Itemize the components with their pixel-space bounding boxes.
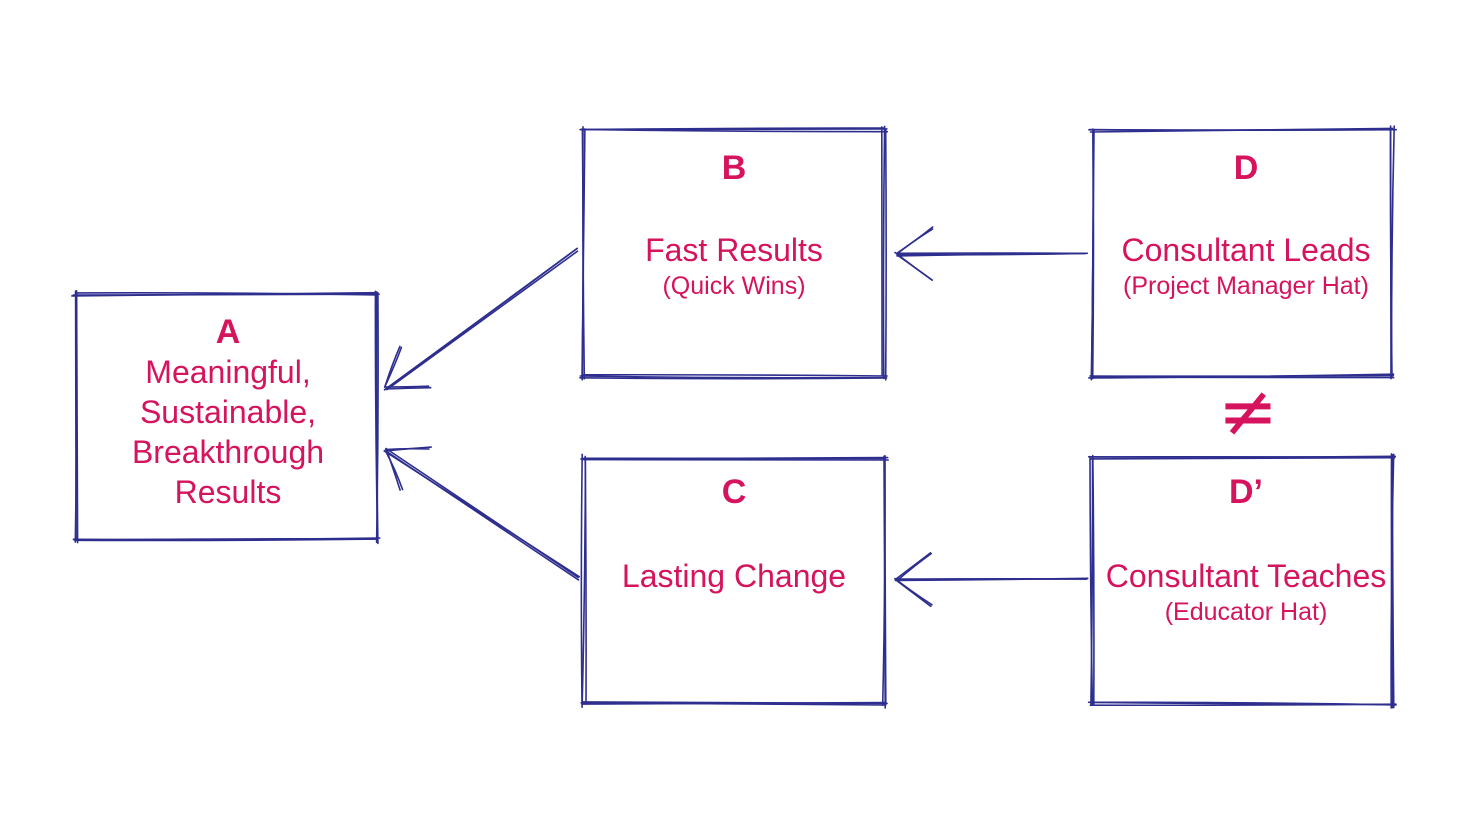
- arrow-head-stroke: [895, 552, 932, 580]
- box-edge-bottom: [1089, 703, 1397, 707]
- arrow-head-stroke: [896, 254, 932, 281]
- arrow-head-stroke: [896, 228, 934, 255]
- box-edge-left: [581, 128, 584, 381]
- arrow-shaft: [385, 447, 579, 579]
- box-edge-top: [1088, 128, 1393, 131]
- box-edge-bottom: [579, 377, 888, 380]
- box-edge-bottom: [580, 702, 886, 706]
- arrow-shaft: [383, 247, 578, 391]
- arrow-d-to-b: [894, 226, 1089, 281]
- box-d-prime-frame: [1087, 453, 1397, 709]
- box-a-frame: [71, 290, 381, 545]
- arrow-head-stroke: [385, 386, 432, 390]
- box-edge-right: [1390, 125, 1395, 378]
- box-edge-left: [75, 291, 79, 544]
- box-edge-top: [580, 128, 889, 133]
- arrow-shaft: [896, 252, 1089, 257]
- box-edge-bottom: [1089, 374, 1395, 378]
- arrows-layer: [383, 226, 1089, 608]
- arrow-head-stroke: [894, 579, 932, 608]
- box-edge-right: [882, 125, 886, 380]
- box-edge-right: [883, 455, 886, 709]
- box-edge-left: [580, 453, 583, 706]
- box-edge-left: [1092, 454, 1095, 705]
- box-edge-right: [374, 290, 379, 543]
- box-c-frame: [580, 453, 889, 709]
- arrow-head-stroke: [385, 385, 430, 388]
- box-edge-bottom: [582, 373, 888, 377]
- box-d-frame: [1088, 125, 1397, 381]
- arrow-shaft: [894, 577, 1089, 582]
- arrow-head-stroke: [385, 449, 401, 491]
- box-edge-right: [1390, 453, 1394, 709]
- boxes-layer: [71, 125, 1397, 709]
- arrow-shaft: [386, 250, 579, 391]
- box-edge-top: [1090, 455, 1396, 459]
- box-edge-left: [1090, 128, 1094, 381]
- arrow-head-stroke: [383, 446, 432, 452]
- arrow-b-to-a: [383, 247, 579, 391]
- box-b-frame: [579, 125, 889, 381]
- box-edge-left: [584, 455, 587, 705]
- arrow-head-stroke: [896, 552, 932, 582]
- box-edge-bottom: [72, 537, 381, 541]
- not-equal-symbol: ≠: [1218, 369, 1278, 453]
- box-edge-bottom: [582, 701, 888, 705]
- arrow-c-to-a: [383, 446, 580, 581]
- box-edge-top: [74, 291, 379, 296]
- arrow-head-stroke: [384, 345, 401, 388]
- box-edge-top: [579, 127, 886, 131]
- arrow-dprime-to-c: [894, 552, 1089, 608]
